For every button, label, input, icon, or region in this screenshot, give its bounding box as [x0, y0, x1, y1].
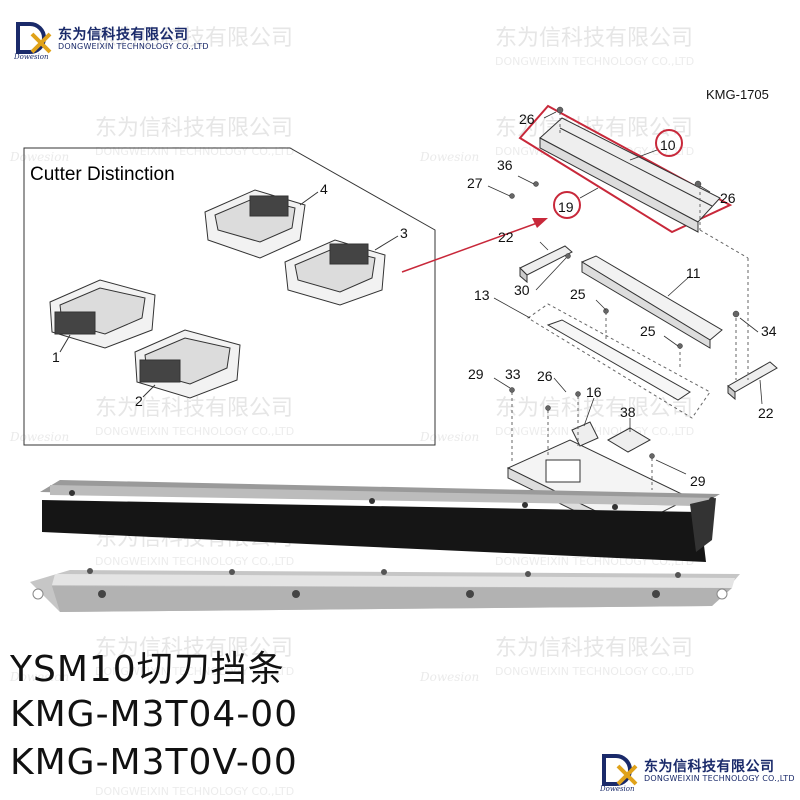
callout-38: 38	[620, 404, 636, 420]
callout-34: 34	[761, 323, 777, 339]
brand-name-cn: 东为信科技有限公司	[58, 27, 189, 44]
inset-label-2: 2	[135, 393, 143, 409]
cutter-module-1	[49, 279, 156, 349]
callout-26-right: 26	[720, 190, 736, 206]
highlight-circle-10	[655, 129, 683, 157]
callout-26-bottom: 26	[537, 368, 553, 384]
part-number-2: KMG-M3T0V-00	[10, 742, 298, 783]
inset-title: Cutter Distinction	[30, 164, 175, 185]
brand-logo-top: Dowesion 东为信科技有限公司 DONGWEIXIN TECHNOLOGY…	[14, 20, 209, 60]
screws	[509, 106, 740, 459]
callout-27: 27	[467, 175, 483, 191]
pointer-arrow	[532, 218, 548, 228]
brand-logo-bottom: Dowesion 东为信科技有限公司 DONGWEIXIN TECHNOLOGY…	[600, 752, 795, 792]
brand-logo-icon-bottom: Dowesion	[600, 754, 638, 792]
spacer-block-22-right	[727, 361, 778, 401]
inset-label-4: 4	[320, 181, 328, 197]
callout-36: 36	[497, 157, 513, 173]
callout-29-left: 29	[468, 366, 484, 382]
brand-name-en: DONGWEIXIN TECHNOLOGY CO.,LTD	[58, 42, 209, 52]
product-title: YSM10切刀挡条	[10, 649, 285, 690]
inset-panel	[23, 147, 436, 446]
cutter-module-4	[204, 189, 306, 259]
callout-25-top: 25	[570, 286, 586, 302]
part-number-1: KMG-M3T04-00	[10, 694, 299, 735]
spacer-block-22-top	[519, 245, 573, 284]
callout-25-right: 25	[640, 323, 656, 339]
cutter-module-2	[134, 329, 241, 399]
callout-26-top: 26	[519, 111, 535, 127]
brand-name-cn-bottom: 东为信科技有限公司	[644, 759, 775, 776]
callout-13: 13	[474, 287, 490, 303]
callout-16: 16	[586, 384, 602, 400]
inset-label-3: 3	[400, 225, 408, 241]
callout-33: 33	[505, 366, 521, 382]
callout-10: 10	[660, 137, 676, 153]
diagram-code: KMG-1705	[706, 87, 769, 102]
product-photo-bar-dark	[40, 480, 720, 562]
brand-logo-script: Dowesion	[14, 53, 49, 60]
brand-logo-icon: Dowesion	[14, 22, 52, 60]
blade-13	[546, 319, 691, 401]
cutter-bar-10	[539, 117, 721, 233]
plate-38	[606, 427, 652, 453]
callout-19: 19	[558, 199, 574, 215]
brand-name-en-bottom: DONGWEIXIN TECHNOLOGY CO.,LTD	[644, 774, 795, 784]
callout-11: 11	[686, 265, 701, 281]
callout-22-top: 22	[498, 229, 514, 245]
cutter-module-3	[284, 239, 386, 306]
inset-label-1: 1	[52, 349, 60, 365]
product-photo-bar-silver	[30, 568, 740, 612]
brand-logo-script-bottom: Dowesion	[600, 785, 635, 792]
cutter-bar-11	[580, 255, 723, 349]
highlight-circle-19	[553, 191, 581, 219]
callout-29-right: 29	[690, 473, 706, 489]
callout-22-right: 22	[758, 405, 774, 421]
callout-30: 30	[514, 282, 530, 298]
